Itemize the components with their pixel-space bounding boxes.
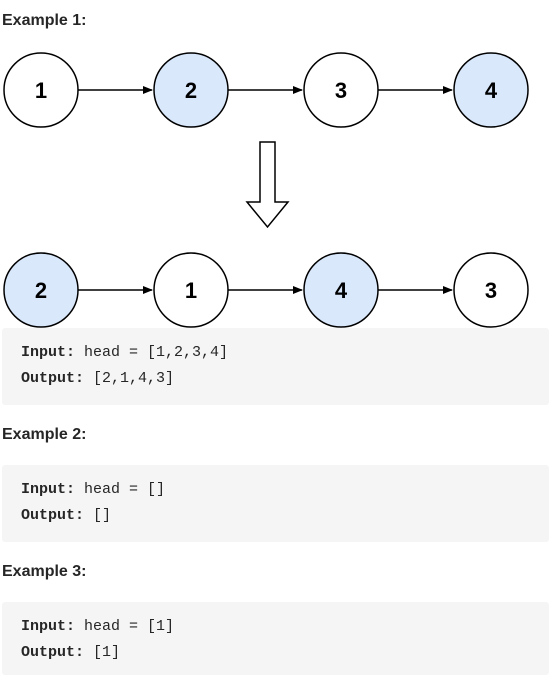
- example-2-output-line: Output: []: [21, 503, 549, 529]
- after-node-2: 1: [153, 252, 229, 328]
- transform-down-arrow: [245, 141, 290, 229]
- output-label: Output:: [21, 507, 85, 524]
- example-3-code-block: Input: head = [1] Output: [1]: [2, 602, 549, 675]
- example-2-code-block: Input: head = [] Output: []: [2, 465, 549, 542]
- input-label: Input:: [21, 481, 76, 498]
- example-1-code-block: Input: head = [1,2,3,4] Output: [2,1,4,3…: [2, 328, 549, 405]
- output-label: Output:: [21, 370, 85, 387]
- input-value: head = []: [75, 481, 166, 498]
- before-node-1: 1: [3, 52, 79, 128]
- example-3-output-line: Output: [1]: [21, 640, 549, 666]
- input-value: head = [1,2,3,4]: [75, 344, 229, 361]
- before-node-3-label: 3: [335, 78, 347, 103]
- output-label: Output:: [21, 644, 85, 661]
- output-value: [2,1,4,3]: [84, 370, 175, 387]
- input-value: head = [1]: [75, 618, 175, 635]
- input-label: Input:: [21, 618, 76, 635]
- before-node-4-label: 4: [485, 78, 498, 103]
- output-value: []: [84, 507, 112, 524]
- example-2-title: Example 2:: [2, 426, 87, 443]
- linked-list-swap-diagram: 1 2 3 4 2 1 4 3: [3, 52, 529, 328]
- example-2-input-line: Input: head = []: [21, 477, 549, 503]
- after-node-3: 4: [303, 252, 379, 328]
- after-node-4-label: 3: [485, 278, 497, 303]
- output-value: [1]: [84, 644, 121, 661]
- example-1-title: Example 1:: [2, 12, 87, 29]
- before-node-3: 3: [303, 52, 379, 128]
- after-node-3-label: 4: [335, 278, 348, 303]
- before-node-2: 2: [153, 52, 229, 128]
- example-1-output-line: Output: [2,1,4,3]: [21, 366, 549, 392]
- before-node-2-label: 2: [185, 78, 197, 103]
- after-node-2-label: 1: [185, 278, 197, 303]
- input-label: Input:: [21, 344, 76, 361]
- after-node-1: 2: [3, 252, 79, 328]
- example-3-title: Example 3:: [2, 563, 87, 580]
- after-node-1-label: 2: [35, 278, 47, 303]
- before-node-4: 4: [453, 52, 529, 128]
- after-node-4: 3: [453, 252, 529, 328]
- example-1-input-line: Input: head = [1,2,3,4]: [21, 340, 549, 366]
- example-3-input-line: Input: head = [1]: [21, 614, 549, 640]
- before-node-1-label: 1: [35, 78, 47, 103]
